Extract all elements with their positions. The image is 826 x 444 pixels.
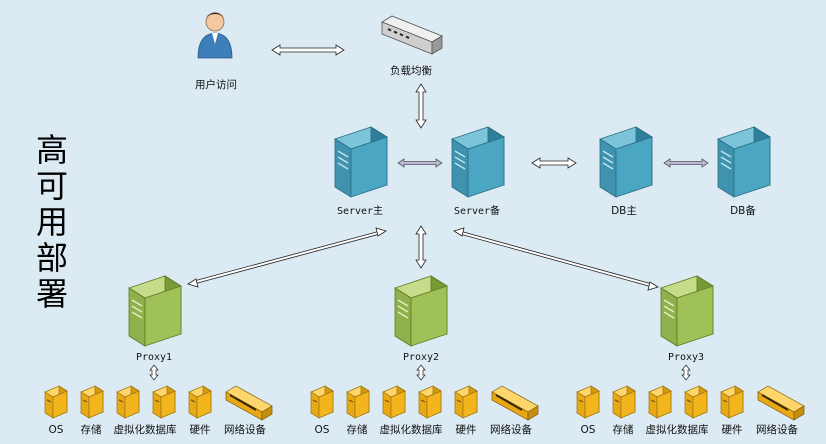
page-title: 高可用部署 <box>35 131 68 313</box>
db-backup-icon <box>717 126 771 198</box>
resource-label-os: OS <box>581 424 596 436</box>
storage-icon <box>80 385 104 419</box>
resource-label-network: 网络设备 <box>756 423 798 436</box>
network-device-icon <box>757 385 805 421</box>
resource-label-hardware: 硬件 <box>722 424 743 436</box>
proxy2-icon <box>394 275 448 347</box>
hardware-icon <box>720 385 744 419</box>
server-backup-label: Server备 <box>454 204 500 217</box>
proxy1-label: Proxy1 <box>136 352 172 363</box>
proxy1-resources-arrow <box>149 364 159 381</box>
resource-label-virtual-db: 虚拟化数据库 <box>646 423 709 436</box>
user-label: 用户访问 <box>195 78 237 91</box>
network-device-icon <box>225 385 273 421</box>
server-db-arrow <box>531 157 577 169</box>
lb-server-arrow <box>415 83 427 129</box>
proxy1-icon <box>128 275 182 347</box>
proxy3-resources-arrow <box>681 364 691 381</box>
db-master-icon <box>599 126 653 198</box>
server-sync-arrow <box>397 158 443 168</box>
db-master-label: DB主 <box>611 205 637 217</box>
proxy3-label: Proxy3 <box>668 352 704 363</box>
load-balancer-icon <box>381 15 443 55</box>
virtual-db-icon <box>152 385 176 419</box>
server-proxy2-arrow <box>415 225 427 269</box>
resource-label-storage: 存储 <box>347 423 368 436</box>
resource-group-2: OS 存储 虚拟化数据库 硬件 网络设备 <box>310 385 539 436</box>
os-icon <box>310 385 334 419</box>
server-backup-icon <box>451 126 505 198</box>
db-backup-label: DB备 <box>730 204 756 217</box>
server-proxy1-arrow <box>187 227 387 288</box>
os-icon <box>576 385 600 419</box>
resource-group-1: OS 存储 虚拟化数据库 硬件 网络设备 <box>44 385 273 436</box>
virtual-db-icon <box>684 385 708 419</box>
hardware-icon <box>188 385 212 419</box>
resource-group-3: OS 存储 虚拟化数据库 硬件 网络设备 <box>576 385 805 436</box>
resource-label-hardware: 硬件 <box>456 424 477 436</box>
resource-label-network: 网络设备 <box>224 423 266 436</box>
hardware-icon <box>454 385 478 419</box>
resource-label-network: 网络设备 <box>490 423 532 436</box>
resource-label-virtual-db: 虚拟化数据库 <box>380 423 443 436</box>
lb-label: 负载均衡 <box>390 64 432 77</box>
user-icon <box>197 12 233 59</box>
storage-icon <box>346 385 370 419</box>
storage-icon <box>612 385 636 419</box>
resource-label-os: OS <box>315 424 330 436</box>
virtual-db-icon <box>382 385 406 419</box>
resource-label-storage: 存储 <box>613 423 634 436</box>
server-master-icon <box>334 126 388 198</box>
server-master-label: Server主 <box>337 205 383 217</box>
network-device-icon <box>491 385 539 421</box>
resource-label-hardware: 硬件 <box>190 424 211 436</box>
virtual-db-icon <box>418 385 442 419</box>
resource-label-os: OS <box>49 424 64 436</box>
virtual-db-icon <box>116 385 140 419</box>
user-lb-arrow <box>271 44 345 56</box>
virtual-db-icon <box>648 385 672 419</box>
server-proxy3-arrow <box>453 227 659 291</box>
resource-label-storage: 存储 <box>81 423 102 436</box>
os-icon <box>44 385 68 419</box>
proxy2-resources-arrow <box>416 364 426 381</box>
resource-label-virtual-db: 虚拟化数据库 <box>114 423 177 436</box>
db-sync-arrow <box>663 158 709 168</box>
proxy3-icon <box>660 275 714 347</box>
proxy2-label: Proxy2 <box>403 352 439 363</box>
